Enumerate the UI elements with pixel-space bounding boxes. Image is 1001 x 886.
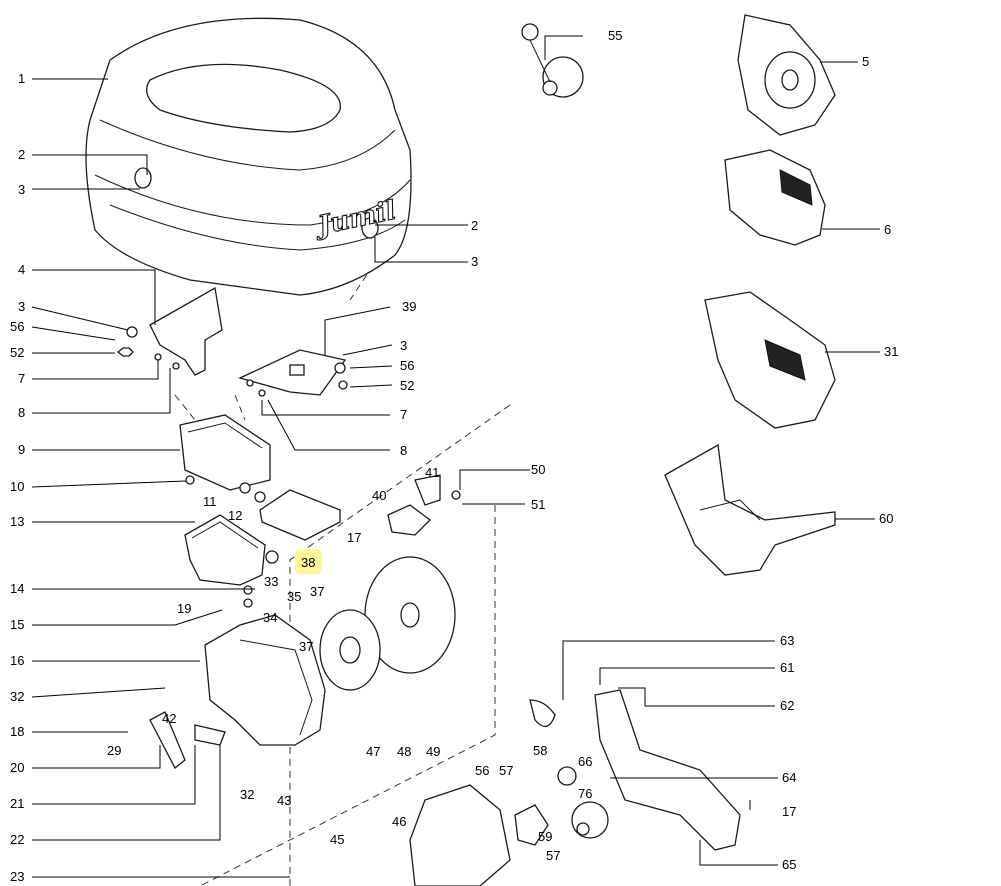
tray-12 bbox=[259, 489, 341, 541]
callout-37: 37 bbox=[310, 584, 324, 599]
callout-38-highlight bbox=[295, 549, 322, 574]
callout-59: 59 bbox=[538, 829, 552, 844]
callout-62: 62 bbox=[780, 698, 794, 713]
callout-7: 7 bbox=[400, 407, 407, 422]
callout-15: 15 bbox=[10, 617, 24, 632]
callout-12: 12 bbox=[228, 508, 242, 523]
housing-6 bbox=[724, 149, 826, 246]
callout-1: 1 bbox=[18, 71, 25, 86]
callout-49: 49 bbox=[426, 744, 440, 759]
callout-46: 46 bbox=[392, 814, 406, 829]
callout-47: 47 bbox=[366, 744, 380, 759]
callout-9: 9 bbox=[18, 442, 25, 457]
callout-17: 17 bbox=[347, 530, 361, 545]
callout-35: 35 bbox=[287, 589, 301, 604]
callout-32: 32 bbox=[240, 787, 254, 802]
callout-32: 32 bbox=[10, 689, 24, 704]
leader-lines bbox=[31, 35, 880, 878]
callout-11: 11 bbox=[203, 494, 217, 509]
callout-6: 6 bbox=[884, 222, 891, 237]
housing-5 bbox=[737, 14, 836, 136]
callout-48: 48 bbox=[397, 744, 411, 759]
callout-58: 58 bbox=[533, 743, 547, 758]
distributor-housing bbox=[149, 614, 326, 770]
callout-7: 7 bbox=[18, 371, 25, 386]
callout-16: 16 bbox=[10, 653, 24, 668]
callout-17: 17 bbox=[782, 804, 796, 819]
callout-41: 41 bbox=[425, 465, 439, 480]
seed-disc bbox=[319, 556, 456, 691]
callout-52: 52 bbox=[10, 345, 24, 360]
seed-hopper: Jumil bbox=[85, 17, 412, 296]
feed-box-9 bbox=[179, 414, 271, 503]
callout-60: 60 bbox=[879, 511, 893, 526]
callout-2: 2 bbox=[18, 147, 25, 162]
callout-33: 33 bbox=[264, 574, 278, 589]
callout-61: 61 bbox=[780, 660, 794, 675]
callout-57: 57 bbox=[499, 763, 513, 778]
callout-31: 31 bbox=[884, 344, 898, 359]
callout-56: 56 bbox=[10, 319, 24, 334]
callout-40: 40 bbox=[372, 488, 386, 503]
callout-52: 52 bbox=[400, 378, 414, 393]
callout-56: 56 bbox=[475, 763, 489, 778]
callout-2: 2 bbox=[471, 218, 478, 233]
callout-3: 3 bbox=[471, 254, 478, 269]
callout-56: 56 bbox=[400, 358, 414, 373]
callout-76: 76 bbox=[578, 786, 592, 801]
callout-34: 34 bbox=[263, 610, 277, 625]
lower-assembly bbox=[409, 689, 741, 886]
housing-31 bbox=[704, 291, 836, 429]
callout-65: 65 bbox=[782, 857, 796, 872]
callout-51: 51 bbox=[531, 497, 545, 512]
callout-37: 37 bbox=[299, 639, 313, 654]
callout-42: 42 bbox=[162, 711, 176, 726]
feed-box-13 bbox=[184, 514, 279, 608]
callout-39: 39 bbox=[402, 299, 416, 314]
callout-20: 20 bbox=[10, 760, 24, 775]
callout-23: 23 bbox=[10, 869, 24, 884]
mounting-bracket bbox=[116, 286, 223, 376]
callout-10: 10 bbox=[10, 479, 24, 494]
sprocket-55 bbox=[521, 23, 584, 98]
plate-40 bbox=[387, 474, 461, 536]
callout-50: 50 bbox=[531, 462, 545, 477]
callout-3: 3 bbox=[18, 299, 25, 314]
callout-3: 3 bbox=[18, 182, 25, 197]
callout-22: 22 bbox=[10, 832, 24, 847]
callout-19: 19 bbox=[177, 601, 191, 616]
callout-8: 8 bbox=[400, 443, 407, 458]
callout-13: 13 bbox=[10, 514, 24, 529]
callout-8: 8 bbox=[18, 405, 25, 420]
callout-63: 63 bbox=[780, 633, 794, 648]
callout-4: 4 bbox=[18, 262, 25, 277]
callout-38: 38 bbox=[301, 555, 315, 570]
callout-3: 3 bbox=[400, 338, 407, 353]
callout-21: 21 bbox=[10, 796, 24, 811]
callout-29: 29 bbox=[107, 743, 121, 758]
callout-66: 66 bbox=[578, 754, 592, 769]
callout-14: 14 bbox=[10, 581, 24, 596]
callout-18: 18 bbox=[10, 724, 24, 739]
callout-64: 64 bbox=[782, 770, 796, 785]
callout-labels: 1 2 3 2 3 4 3 56 52 7 8 9 10 11 12 13 14… bbox=[10, 28, 898, 884]
top-plate-39 bbox=[238, 349, 348, 397]
callout-5: 5 bbox=[862, 54, 869, 69]
housing-60 bbox=[664, 443, 836, 576]
callout-57: 57 bbox=[546, 848, 560, 863]
callout-55: 55 bbox=[608, 28, 622, 43]
callout-43: 43 bbox=[277, 793, 291, 808]
callout-45: 45 bbox=[330, 832, 344, 847]
